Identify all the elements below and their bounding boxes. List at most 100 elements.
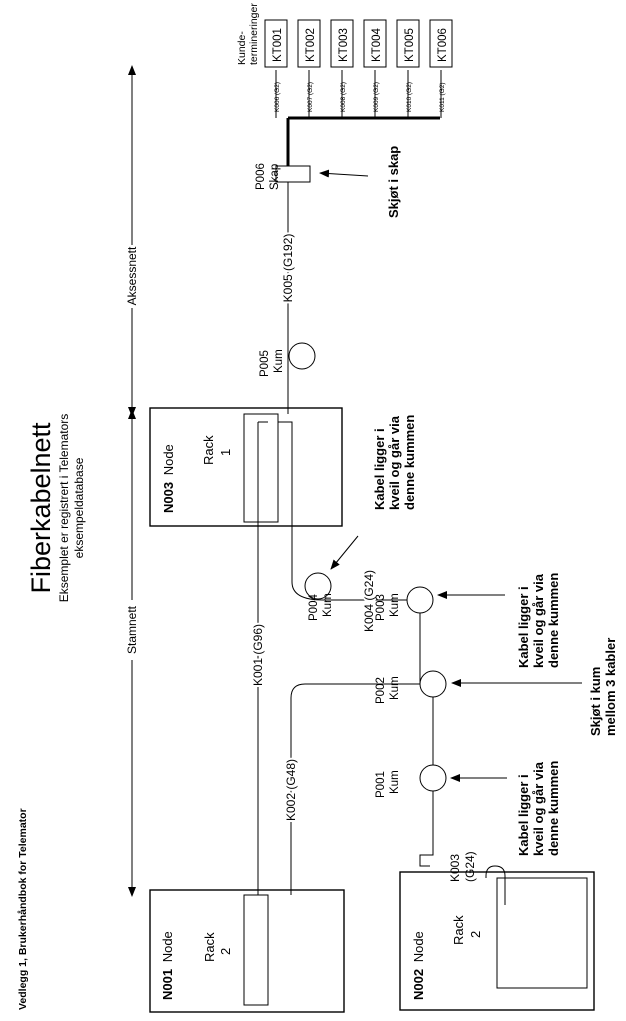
termination-label: KT004 (371, 28, 383, 62)
annotation-coil-p001-line1: Kabel ligger i (516, 774, 531, 856)
annotation-coil-p003-line1: Kabel ligger i (516, 586, 531, 668)
svg-text:Skjøt i kum mellom 3 kab: Skjøt i kum mellom 3 kabler (588, 638, 618, 736)
annotation-splice-kum: Skjøt i kum mellom 3 kabler (451, 638, 618, 736)
point-p006-type: Skap (269, 164, 281, 190)
annotation-coil-p004-line1: Kabel ligger i (372, 428, 387, 510)
svg-text:N002 Node: N002 Node (411, 931, 426, 1000)
stamnett-range-arrow: Stamnett (125, 409, 139, 897)
termination-box (429, 19, 453, 68)
annotation-coil-p001-line2: kveil og går via (531, 761, 546, 856)
cable-k001-label: K001 (G96) (251, 624, 265, 686)
svg-text:N001 Node: N001 Node (160, 931, 175, 1000)
annotation-coil-p003-line2: kveil og går via (531, 573, 546, 668)
svg-text:Kabel ligger i kveil og: Kabel ligger i kveil og går via denne ku… (372, 412, 417, 510)
cable-k004-label: K004 (G24) (362, 570, 376, 632)
annotation-splice-skap: Skjøt i skap (319, 146, 401, 218)
node-n002-id: N002 (411, 969, 426, 1000)
node-n001-type: Node (160, 931, 175, 962)
node-n003-rack (243, 413, 279, 523)
svg-text:Kabel ligger i kveil og: Kabel ligger i kveil og går via denne ku… (516, 758, 561, 856)
node-n003-id: N003 (161, 482, 176, 513)
termination-box (264, 19, 288, 68)
point-p002-type: Kum (389, 676, 401, 700)
termination-box (396, 19, 420, 68)
diagram-subtitle-line2: eksempeldatabase (72, 457, 86, 558)
node-n001: N001 Node Rack 2 (149, 889, 345, 1013)
node-n002-type: Node (411, 931, 426, 962)
point-p001-id: P001 (375, 771, 387, 798)
annotation-splice-kum-line2: mellom 3 kabler (603, 638, 618, 736)
drop-cable-label: K010 (G2) (406, 82, 413, 112)
aksessnett-range-arrow: Aksessnett (125, 65, 139, 417)
stamnett-label: Stamnett (125, 605, 139, 654)
point-p001: P001 Kum (375, 764, 447, 798)
point-p001-type: Kum (389, 770, 401, 794)
terminations-label-line2: termineringer (248, 3, 260, 65)
document-header: Vedlegg 1, Brukerhåndbok for Telemator (17, 808, 29, 1010)
point-p005-id: P005 (259, 350, 271, 377)
point-p002-id: P002 (375, 677, 387, 704)
termination-box (363, 19, 387, 68)
drop-cable-label: K011 (G2) (439, 82, 446, 112)
termination-label: KT001 (272, 28, 284, 62)
annotation-coil-p003-line3: denne kummen (546, 573, 561, 668)
annotation-coil-p004-line2: kveil og går via (387, 415, 402, 510)
svg-text:N003 Node: N003 Node (161, 444, 176, 513)
point-p004: P004 Kum (304, 572, 334, 621)
termination-label: KT003 (338, 28, 350, 62)
cable-k003: K003 (G24) (419, 684, 506, 905)
termination-label: KT006 (437, 28, 449, 62)
drop-cable-label: K007 (G2) (307, 82, 314, 112)
node-n002-rack (496, 877, 588, 989)
annotation-coil-p003: Kabel ligger i kveil og går via denne ku… (437, 573, 561, 668)
termination-label: KT002 (305, 28, 317, 62)
node-n002-rack-number: 2 (468, 931, 483, 938)
annotation-splice-kum-line1: Skjøt i kum (588, 667, 603, 736)
drop-cable-bus (286, 116, 440, 166)
node-n002: N002 Node Rack 2 (399, 871, 595, 1011)
cable-k005: K005 (G192) (279, 182, 297, 414)
termination-box (330, 19, 354, 68)
point-p004-type: Kum (322, 593, 334, 617)
point-p006: P006 Skap (255, 163, 311, 190)
cable-k002-label: K002 (G48) (284, 759, 298, 821)
drop-cable-label: K006 (G2) (274, 82, 281, 112)
diagram-title: Fiberkabelnett (26, 422, 56, 594)
annotation-splice-skap-text: Skjøt i skap (386, 146, 401, 218)
point-p003: P003 Kum (375, 586, 434, 621)
annotation-coil-p004: Kabel ligger i kveil og går via denne ku… (330, 412, 417, 570)
point-p003-id: P003 (375, 594, 387, 621)
drop-cables: K006 (G2) K007 (G2) K008 (G2) K009 (G2) K010… (274, 70, 446, 118)
cable-k004: K004 (G24) (278, 421, 421, 684)
cable-k005-label: K005 (G192) (281, 234, 295, 303)
node-n001-id: N001 (160, 969, 175, 1000)
aksessnett-label: Aksessnett (125, 246, 139, 305)
terminations-label-line1: Kunde- (236, 31, 248, 65)
drop-cable-label: K009 (G2) (373, 82, 380, 112)
drop-cable-label: K008 (G2) (340, 82, 347, 112)
cable-k003-label-2: (G24) (463, 851, 477, 882)
annotation-coil-p001-line3: denne kummen (546, 761, 561, 856)
node-n001-rack-label: Rack (202, 932, 217, 962)
termination-box (297, 19, 321, 68)
node-n003: N003 Node Rack 1 (149, 407, 343, 527)
node-n001-rack-number: 2 (218, 948, 233, 955)
cable-k003-label-1: K003 (448, 854, 462, 882)
node-n001-rack (243, 894, 269, 1006)
node-n003-rack-number: 1 (218, 449, 233, 456)
point-p006-id: P006 (255, 163, 267, 190)
annotation-coil-p004-line3: denne kummen (402, 415, 417, 510)
node-n003-type: Node (161, 444, 176, 475)
cable-k001: K001 (G96) (249, 421, 268, 895)
point-p003-type: Kum (389, 593, 401, 617)
termination-label: KT005 (404, 28, 416, 62)
point-p005: P005 Kum (259, 342, 316, 377)
point-p002: P002 Kum (375, 670, 447, 704)
node-n002-rack-label: Rack (451, 915, 466, 945)
customer-terminations: KT001 KT002 KT003 KT004 KT005 KT006 (264, 19, 453, 68)
node-n003-rack-label: Rack (201, 435, 216, 465)
point-p005-type: Kum (273, 349, 285, 373)
cable-k002: K002 (G48) (282, 683, 420, 895)
annotation-coil-p001: Kabel ligger i kveil og går via denne ku… (450, 758, 561, 856)
